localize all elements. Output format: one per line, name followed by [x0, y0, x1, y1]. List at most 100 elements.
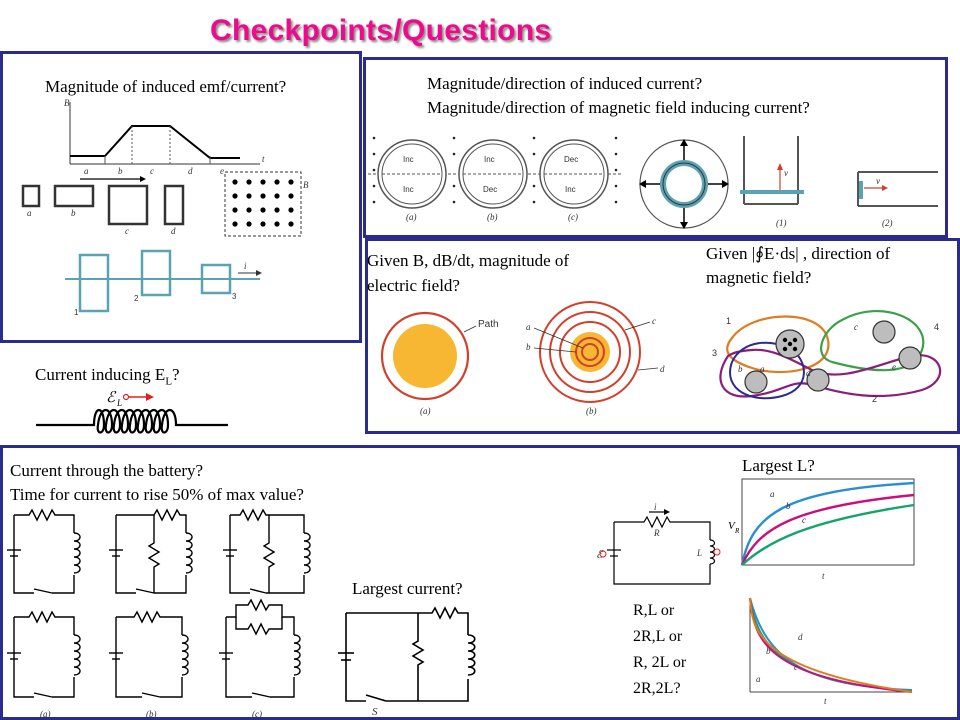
- curve-top-a: a: [770, 489, 775, 499]
- panel-induced-current: [363, 57, 948, 238]
- graph-tick-c: c: [150, 166, 154, 176]
- panel-rl-circuits: [0, 445, 960, 720]
- vr-decay-graph: t a b c d: [749, 597, 913, 706]
- curve-bottom-c: c: [794, 662, 798, 672]
- ring-label-b: b: [526, 342, 531, 352]
- inc-dec-circles: Inc Inc Inc Dec Dec Inc (a) (b) (c): [368, 136, 622, 222]
- resistor-symbol: R: [653, 528, 660, 538]
- ring-label-a: a: [526, 322, 531, 332]
- disk-label-d: d: [806, 368, 811, 378]
- strip-velocity-label: i: [244, 261, 247, 271]
- disk-label-c: c: [854, 322, 858, 332]
- question-inductor-emf: Current inducing EL?: [35, 364, 180, 392]
- disk-label-e: e: [892, 362, 896, 372]
- circuit-label-c: (c): [252, 709, 262, 719]
- ring-label-d: d: [660, 364, 665, 374]
- loop-number-4: 4: [934, 322, 939, 332]
- largest-current-circuit: S: [338, 606, 476, 718]
- magnetic-loops-diagram: 1 2 3 4 a b c d e: [712, 310, 942, 404]
- curve-bottom-d: d: [798, 632, 803, 642]
- strip-label-2: 2: [134, 294, 139, 303]
- circle-b-top: Inc: [484, 155, 495, 164]
- rl-circuit-labeled: i R L ℰ: [596, 502, 721, 585]
- graph-tick-d: d: [188, 166, 193, 176]
- question-rise-time: Time for current to rise 50% of max valu…: [10, 485, 304, 504]
- loop-label-c: c: [125, 226, 129, 236]
- option-2r2l: 2R,2L?: [633, 680, 681, 697]
- question-field-direction: Magnitude/direction of magnetic field in…: [427, 98, 810, 117]
- current-symbol: i: [654, 502, 657, 512]
- curve-bottom-a: a: [756, 674, 761, 684]
- circle-sub-b: (b): [487, 212, 498, 222]
- panel-electric-field: [365, 238, 960, 434]
- question-largest-current: Largest current?: [352, 579, 463, 598]
- vr-y-label: V: [728, 520, 736, 532]
- b-field-time-graph: B t a b c d e: [64, 98, 265, 176]
- vr-rise-graph: V R t a b c: [728, 478, 915, 581]
- rail1-velocity: v: [784, 168, 788, 178]
- page-title: Checkpoints/Questions: [210, 14, 552, 47]
- disk-label-b: b: [738, 364, 743, 374]
- emf-label: ℰ: [106, 390, 117, 406]
- switch-label: S: [372, 706, 378, 718]
- inductor-q-prefix: Current inducing E: [35, 365, 166, 384]
- circle-b-bottom: Dec: [483, 185, 497, 194]
- ring-sub-a: (a): [420, 406, 431, 416]
- rail-diagrams: v (1) v (2): [740, 136, 938, 228]
- ring-label-c: c: [652, 316, 656, 326]
- inductor-q-suffix: ?: [172, 365, 180, 384]
- circle-a-bottom: Inc: [403, 185, 414, 194]
- graph-axis-y: B: [64, 98, 70, 108]
- question-magnetic-field-1: Given |∮E·ds| , direction of: [706, 244, 891, 263]
- circle-a-top: Inc: [403, 155, 414, 164]
- loop-number-2: 2: [872, 394, 877, 404]
- circle-c-bottom: Inc: [565, 185, 576, 194]
- expanding-ring-diagram: [639, 139, 729, 229]
- graph-tick-a: a: [84, 166, 89, 176]
- path-label: Path: [478, 319, 499, 330]
- circuit-label-a: (a): [40, 709, 51, 719]
- curve-top-c: c: [802, 515, 806, 525]
- rl-circuits-grid: (a) (b) (c): [7, 508, 311, 719]
- circle-sub-a: (a): [406, 212, 417, 222]
- question-magnetic-field-2: magnetic field?: [706, 268, 812, 287]
- emf-sub: L: [116, 398, 122, 408]
- field-label: B: [303, 180, 309, 190]
- question-electric-field-2: electric field?: [367, 276, 460, 295]
- loop-label-a: a: [27, 208, 32, 218]
- circle-sub-c: (c): [568, 212, 578, 222]
- decay-x-label: t: [824, 696, 827, 706]
- ring-sub-b: (b): [586, 406, 597, 416]
- loop-number-1: 1: [726, 316, 731, 326]
- inductor-coil: ℰ L: [36, 390, 228, 434]
- panel-induced-emf: [0, 51, 362, 343]
- loop-label-d: d: [171, 226, 176, 236]
- rail2-velocity: v: [876, 176, 880, 186]
- curve-top-b: b: [786, 501, 791, 511]
- strip-label-1: 1: [74, 308, 79, 317]
- question-battery-current: Current through the battery?: [10, 461, 204, 480]
- strip-label-3: 3: [232, 292, 237, 301]
- curve-bottom-b: b: [766, 646, 771, 656]
- question-largest-inductance: Largest L?: [742, 456, 815, 475]
- option-r2l: R, 2L or: [633, 654, 687, 671]
- graph-tick-b: b: [118, 166, 123, 176]
- loop-label-b: b: [71, 208, 76, 218]
- teal-strip-diagram: i 1 2 3: [65, 249, 262, 317]
- vr-y-sub: R: [734, 527, 740, 535]
- question-induced-emf: Magnitude of induced emf/current?: [45, 77, 287, 96]
- circle-c-top: Dec: [564, 155, 578, 164]
- inductor-q-sub: L: [165, 375, 173, 388]
- electric-field-rings: Path (a) a b c d (b): [380, 301, 665, 416]
- option-rl: R,L or: [633, 602, 675, 619]
- disk-label-a: a: [760, 364, 765, 374]
- vr-x-label: t: [822, 571, 825, 581]
- circuit-label-b: (b): [146, 709, 157, 719]
- inductor-symbol: L: [696, 548, 702, 558]
- graph-tick-e: e: [220, 166, 224, 176]
- question-electric-field-1: Given B, dB/dt, magnitude of: [367, 251, 570, 270]
- graph-axis-x: t: [262, 154, 265, 164]
- rail-sub-2: (2): [882, 218, 893, 228]
- loops-diagram: a b c d B: [21, 171, 309, 237]
- option-2rl: 2R,L or: [633, 628, 683, 645]
